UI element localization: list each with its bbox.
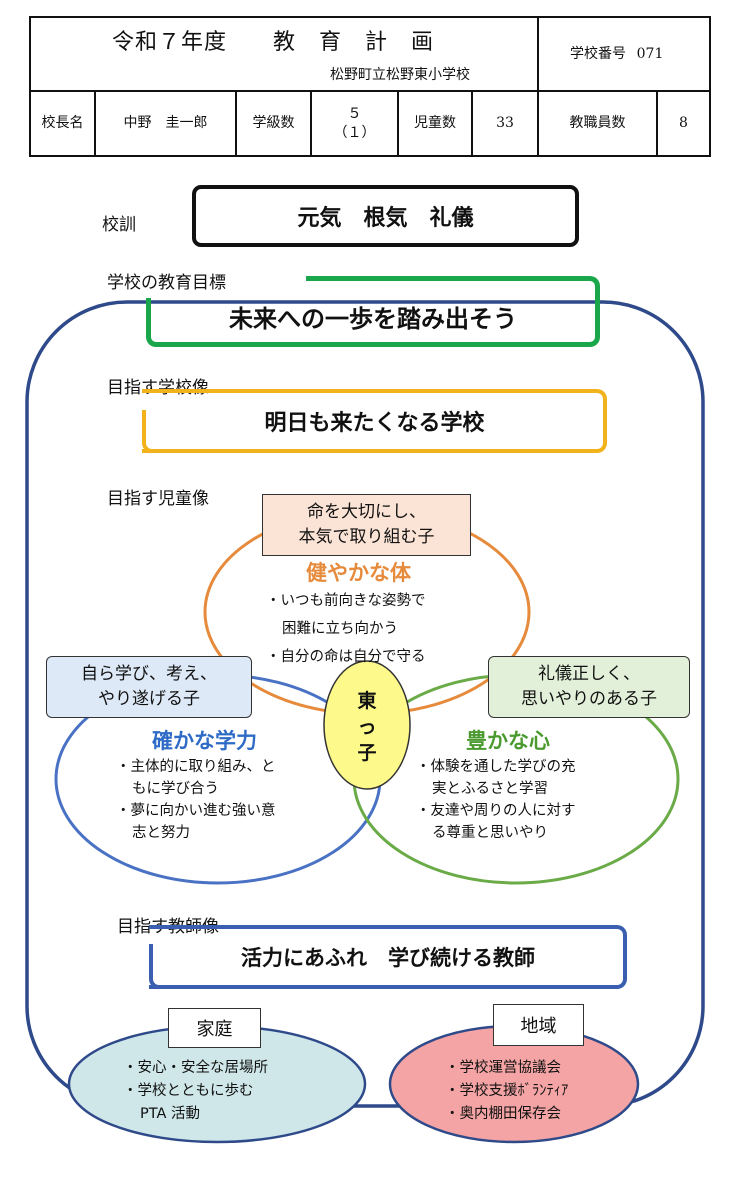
community-label: 地域 bbox=[493, 1004, 584, 1046]
health-bullet1b: 困難に立ち向かう bbox=[282, 621, 398, 637]
community-item1: ・学校運営協議会 bbox=[445, 1060, 561, 1076]
staff-count: 8 bbox=[679, 115, 688, 132]
classes-count: ５ bbox=[347, 105, 362, 122]
learning-bullet1: ・主体的に取り組み、と bbox=[116, 759, 276, 775]
outer-frame bbox=[25, 300, 705, 1108]
students-count: 33 bbox=[496, 115, 514, 132]
heart-bullet1: ・体験を通した学びの充 bbox=[416, 759, 576, 775]
header-table bbox=[29, 16, 711, 157]
heart-bullet2b: る尊重と思いやり bbox=[432, 825, 548, 841]
principal-label: 校長名 bbox=[41, 115, 84, 132]
staff-label: 教職員数 bbox=[569, 115, 626, 132]
community-item3: ・奥内棚田保存会 bbox=[445, 1106, 561, 1122]
header-divider-v bbox=[94, 90, 96, 157]
health-badge-line1: 命を大切にし、 bbox=[307, 502, 426, 522]
teacher-frame-left bbox=[149, 944, 209, 989]
community-item2: ・学校支援ﾎﾞﾗﾝﾃｨｱ bbox=[445, 1083, 569, 1099]
goal-frame-right bbox=[306, 276, 600, 347]
plan-title: 令和７年度 教 育 計 画 bbox=[112, 30, 435, 55]
header-divider-v bbox=[656, 90, 658, 157]
students-label: 児童数 bbox=[414, 115, 456, 132]
learning-title: 確かな学力 bbox=[152, 729, 257, 753]
family-item2b: PTA 活動 bbox=[140, 1106, 201, 1122]
learning-badge-line1: 自ら学び、考え、 bbox=[81, 664, 217, 684]
school-name: 松野町立松野東小学校 bbox=[330, 67, 470, 83]
learning-bullet1b: もに学び合う bbox=[132, 781, 219, 797]
motto-label: 校訓 bbox=[102, 215, 136, 235]
child-image-label: 目指す児童像 bbox=[107, 489, 209, 509]
header-divider bbox=[29, 90, 711, 92]
heart-badge-line2: 思いやりのある子 bbox=[521, 689, 657, 709]
school-no-label: 学校番号 bbox=[570, 45, 626, 62]
heart-badge: 礼儀正しく、 思いやりのある子 bbox=[488, 656, 690, 718]
school-image-text: 明日も来たくなる学校 bbox=[264, 411, 485, 436]
heart-title: 豊かな心 bbox=[466, 729, 550, 753]
teacher-image-text: 活力にあふれ 学び続ける教師 bbox=[241, 946, 535, 970]
school-image-label: 目指す学校像 bbox=[107, 378, 209, 398]
family-item2: ・学校とともに歩む bbox=[123, 1083, 254, 1099]
school-image-frame-right bbox=[142, 389, 607, 453]
heart-badge-line1: 礼儀正しく、 bbox=[538, 664, 640, 684]
header-divider-v bbox=[397, 90, 399, 157]
classes-cell: ５ （１） bbox=[312, 92, 397, 155]
header-divider-v bbox=[471, 90, 473, 157]
school-image-frame-left bbox=[142, 410, 202, 453]
classes-special: （１） bbox=[333, 124, 376, 141]
goal-text: 未来への一歩を踏み出そう bbox=[229, 304, 517, 333]
heart-bullet2: ・友達や周りの人に対す bbox=[416, 803, 576, 819]
classes-label: 学級数 bbox=[252, 115, 295, 132]
center-label: 東っ子 bbox=[357, 690, 377, 764]
header-divider-v bbox=[235, 90, 237, 157]
family-label: 家庭 bbox=[168, 1008, 261, 1048]
learning-bullet2: ・夢に向かい進む強い意 bbox=[116, 803, 276, 819]
center-ellipse bbox=[323, 660, 411, 790]
health-bullet1: ・いつも前向きな姿勢で bbox=[266, 593, 426, 609]
learning-badge: 自ら学び、考え、 やり遂げる子 bbox=[46, 656, 252, 718]
principal-name: 中野 圭一郎 bbox=[123, 115, 208, 132]
health-bullet2: ・自分の命は自分で守る bbox=[266, 649, 426, 665]
goal-frame-left bbox=[146, 298, 346, 347]
heart-bullet1b: 実とふるさと学習 bbox=[432, 781, 548, 797]
school-no: 071 bbox=[636, 45, 664, 62]
learning-badge-line2: やり遂げる子 bbox=[98, 689, 200, 709]
learning-bullet2b: 志と努力 bbox=[132, 825, 190, 841]
health-badge-line2: 本気で取り組む子 bbox=[298, 527, 435, 547]
teacher-frame-right bbox=[149, 925, 627, 989]
header-divider-v bbox=[537, 16, 539, 92]
header-divider-v bbox=[310, 90, 312, 157]
header-divider-v bbox=[537, 90, 539, 157]
health-title: 健やかな体 bbox=[306, 561, 411, 585]
motto-box: 元気 根気 礼儀 bbox=[192, 185, 579, 247]
family-item1: ・安心・安全な居場所 bbox=[123, 1060, 268, 1076]
goal-label: 学校の教育目標 bbox=[107, 273, 226, 293]
health-badge: 命を大切にし、 本気で取り組む子 bbox=[262, 494, 471, 556]
